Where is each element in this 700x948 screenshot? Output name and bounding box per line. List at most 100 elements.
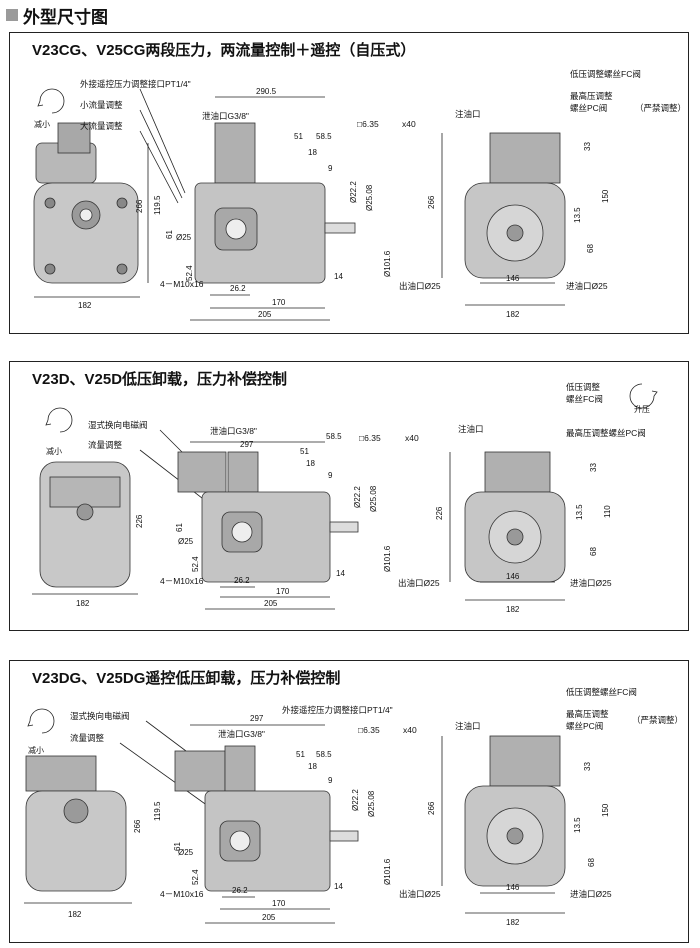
- dim-text: 266: [133, 819, 142, 833]
- rear-view: [464, 451, 566, 583]
- dim-text: 182: [506, 918, 520, 927]
- label-remote-port: 外接遥控压力调整接口PT1/4": [80, 79, 191, 89]
- label-outlet: 出油口Ø25: [398, 578, 440, 588]
- dim-text: 26.2: [230, 284, 246, 293]
- dim-text: 58.5: [316, 750, 332, 759]
- dim-text: 9: [328, 776, 333, 785]
- label-flow-adj: 流量调整: [70, 733, 105, 743]
- dim-text: Ø22.2: [351, 789, 360, 811]
- label-fill-port: 注油口: [458, 424, 484, 434]
- dim-text: 297: [240, 440, 254, 449]
- label-inlet: 进油口Ø25: [570, 889, 612, 899]
- dim-text: 58.5: [316, 132, 332, 141]
- dim-text: 290.5: [256, 87, 277, 96]
- label-fill-port: 注油口: [455, 109, 481, 119]
- dim-text: 170: [276, 587, 290, 596]
- label-shaft-key-len: x40: [405, 433, 419, 443]
- dim-text: 297: [250, 714, 264, 723]
- dim-text: 14: [336, 569, 345, 578]
- dim-text: 18: [308, 148, 317, 157]
- dim-text: 52.4: [191, 556, 200, 572]
- dim-text: Ø25: [176, 233, 192, 242]
- label-drain: 泄油口G3/8": [218, 729, 265, 739]
- label-max-adj: 最高压调整: [570, 91, 613, 101]
- dim-text: 146: [506, 572, 520, 581]
- front-view: [33, 122, 139, 284]
- label-fill-port: 注油口: [455, 721, 481, 731]
- label-max-adj: 最高压调整: [566, 709, 609, 719]
- dim-text: 33: [583, 142, 592, 151]
- rotation-arrow-icon: [27, 708, 55, 734]
- label-shaft-key-len: x40: [402, 119, 416, 129]
- dim-text: 182: [76, 599, 90, 608]
- front-view: [39, 461, 131, 588]
- label-flow-adj: 流量调整: [88, 440, 123, 450]
- dim-text: 14: [334, 272, 343, 281]
- label-max-adj2: 螺丝PC阀: [570, 103, 607, 113]
- dim-text: 52.4: [185, 265, 194, 281]
- dim-text: 13.5: [573, 817, 582, 833]
- dim-text: 146: [506, 274, 520, 283]
- dim-text: 18: [306, 459, 315, 468]
- label-shaft-key: □6.35: [359, 433, 381, 443]
- label-inlet: 进油口Ø25: [570, 578, 612, 588]
- dim-text: 68: [586, 244, 595, 253]
- side-view: [174, 745, 359, 892]
- label-low-adj: 低压调整螺丝FC阀: [566, 687, 637, 697]
- dim-text: Ø25: [178, 848, 194, 857]
- label-forbid: （严禁调整）: [632, 715, 683, 725]
- dim-text: 51: [294, 132, 303, 141]
- dim-text: 266: [427, 801, 436, 815]
- panel-v23dg: V23DG、V25DG遥控低压卸载，压力补偿控制 减小 182 266 湿式换向…: [9, 660, 689, 943]
- rotation-label: 减小: [28, 745, 44, 755]
- label-remote-port: 外接遥控压力调整接口PT1/4": [282, 705, 393, 715]
- dim-text: 110: [603, 505, 612, 518]
- dim-text: 150: [601, 803, 610, 817]
- drawing-v23cg: 减小 182 266 外接遥控压力调整接口PT1/4" 小流量调整 大流量调整: [33, 69, 686, 321]
- dim-text: Ø25.08: [365, 184, 374, 211]
- label-inlet: 进油口Ø25: [566, 281, 608, 291]
- label-low-adj: 低压调整: [566, 382, 601, 392]
- dim-text: 13.5: [575, 504, 584, 520]
- drawing-v23dg: 减小 182 266 湿式换向电磁阀 流量调整 外接遥控压力调整接口PT1/4"…: [24, 687, 683, 927]
- rotation-label: 减小: [46, 446, 62, 456]
- dim-text: 61: [173, 842, 182, 851]
- dim-text: 58.5: [326, 432, 342, 441]
- dim-text: 146: [506, 883, 520, 892]
- header-square-icon: [6, 9, 18, 21]
- rear-view: [464, 132, 566, 279]
- dim-text: 33: [583, 762, 592, 771]
- front-view: [25, 755, 127, 892]
- dim-text: 26.2: [234, 576, 250, 585]
- label-bolt: 4－M10x16: [160, 279, 204, 289]
- section-title: 外型尺寸图: [23, 7, 108, 27]
- label-low-adj: 低压调整螺丝FC阀: [570, 69, 641, 79]
- dim-text: Ø25: [178, 537, 194, 546]
- dim-text: 205: [258, 310, 272, 319]
- rotation-arrow-icon: [629, 383, 658, 409]
- dim-text: 226: [435, 506, 444, 520]
- label-drain: 泄油口G3/8": [202, 111, 249, 121]
- rotation-arrow-icon: [37, 88, 65, 114]
- dim-text: 9: [328, 164, 333, 173]
- side-view: [194, 122, 356, 284]
- rotation-label-2: 升压: [634, 405, 650, 414]
- label-outlet: 出油口Ø25: [399, 889, 441, 899]
- dim-text: 68: [589, 547, 598, 556]
- dim-text: Ø101.6: [383, 858, 392, 885]
- label-shaft-key-len: x40: [403, 725, 417, 735]
- label-outlet: 出油口Ø25: [399, 281, 441, 291]
- dim-text: 13.5: [573, 207, 582, 223]
- dim-text: 119.5: [153, 801, 162, 821]
- label-drain: 泄油口G3/8": [210, 426, 257, 436]
- dim-text: Ø25.08: [367, 790, 376, 817]
- side-view: [177, 451, 359, 583]
- dim-text: 68: [587, 858, 596, 867]
- dim-text: 33: [589, 463, 598, 472]
- label-max-adj2: 螺丝PC阀: [566, 721, 603, 731]
- dim-text: 182: [78, 301, 92, 310]
- rotation-label: 减小: [34, 119, 50, 129]
- dim-text: 51: [296, 750, 305, 759]
- dim-text: 182: [506, 310, 520, 319]
- dim-text: 18: [308, 762, 317, 771]
